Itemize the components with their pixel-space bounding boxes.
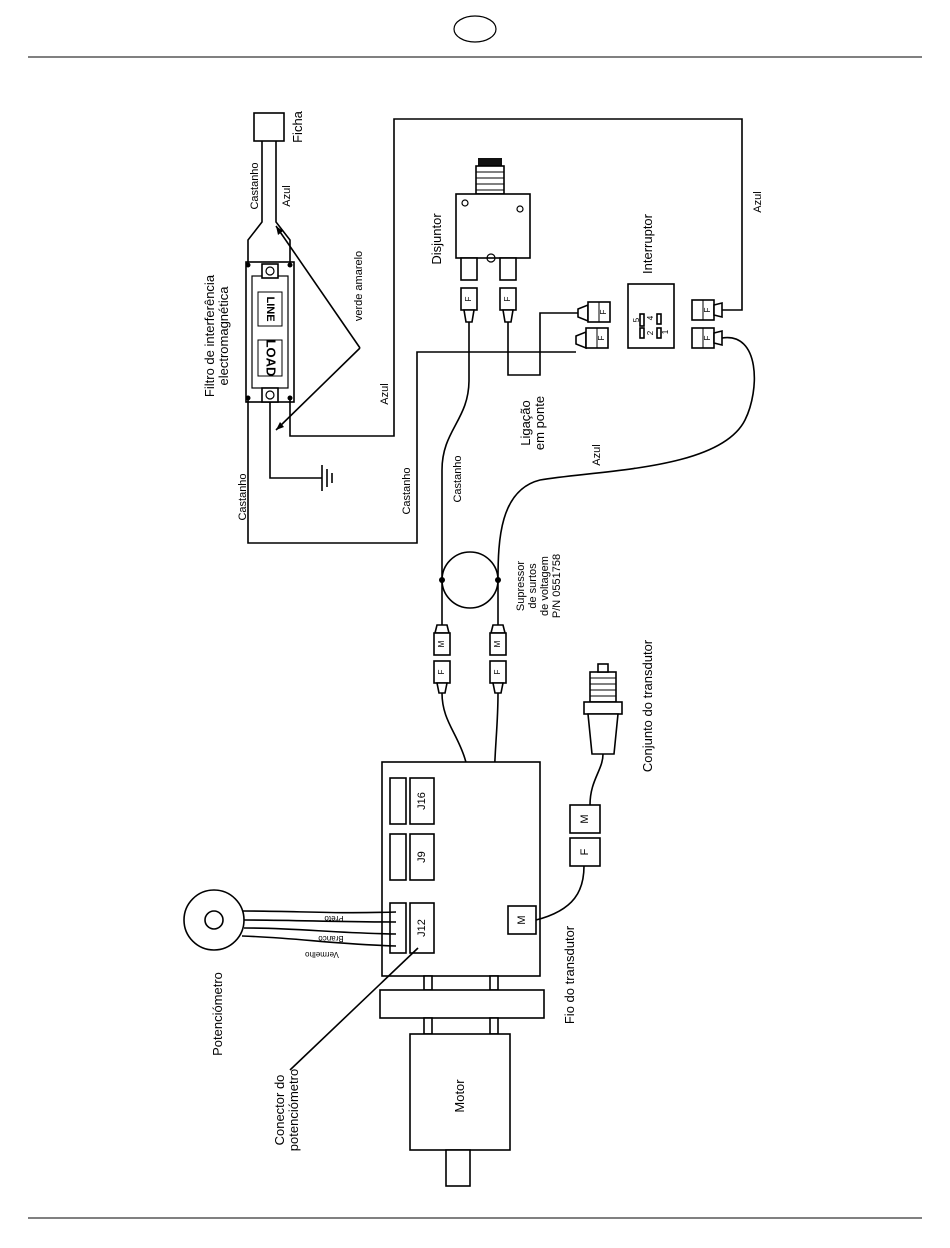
label-board-m: M: [516, 915, 528, 924]
svg-text:F: F: [493, 669, 502, 674]
label-conector-1: Conector do: [272, 1075, 287, 1146]
suppressor-connector-right: M F: [489, 624, 507, 694]
breaker-connector-left: F: [460, 287, 478, 323]
filter-load-text: LOAD: [264, 340, 279, 377]
label-potenciometro: Potenciómetro: [210, 972, 225, 1056]
label-j9: J9: [416, 851, 428, 863]
svg-text:1: 1: [661, 329, 670, 334]
label-ligacao-2: em ponte: [532, 396, 547, 450]
svg-text:M: M: [493, 640, 502, 647]
svg-text:F: F: [437, 669, 446, 674]
svg-text:F: F: [703, 307, 712, 312]
svg-text:F: F: [579, 848, 591, 855]
label-interruptor: Interruptor: [640, 213, 655, 274]
control-board: [381, 761, 541, 977]
label-azul-filter: Azul: [379, 383, 391, 404]
breaker-connector-right: F: [499, 287, 517, 323]
label-castanho-left: Castanho: [237, 473, 249, 520]
label-castanho-mid: Castanho: [401, 467, 413, 514]
emi-filter: [245, 261, 295, 403]
label-supressor-1: Supressor: [515, 561, 527, 611]
label-disjuntor: Disjuntor: [429, 213, 444, 265]
svg-text:4: 4: [646, 315, 655, 320]
label-motor: Motor: [452, 1079, 467, 1113]
label-fio-transdutor: Fio do transdutor: [562, 925, 577, 1024]
label-azul-right: Azul: [752, 191, 764, 212]
interrupter-switch: 5 4 2 1: [627, 283, 675, 349]
label-j12: J12: [416, 919, 428, 937]
suppressor-connector-left: M F: [433, 624, 451, 694]
label-supressor-3: de voltagem: [539, 556, 551, 616]
label-conector-2: potenciómetro: [286, 1069, 301, 1151]
label-ligacao-1: Ligação: [518, 400, 533, 446]
label-supressor-2: de surtos: [527, 563, 539, 609]
label-ficha: Ficha: [290, 110, 305, 143]
transducer-connector: M F: [569, 804, 601, 867]
svg-text:F: F: [703, 335, 712, 340]
label-preto: Preto: [324, 914, 344, 923]
svg-text:5: 5: [632, 317, 641, 322]
surge-suppressor: [439, 551, 501, 625]
label-castanho-breaker: Castanho: [452, 455, 464, 502]
label-verde-amarelo: verde amarelo: [353, 251, 365, 321]
svg-text:F: F: [503, 296, 512, 301]
switch-connector-upper: F: [691, 299, 723, 321]
svg-text:F: F: [599, 309, 608, 314]
transducer-assembly: [583, 663, 623, 806]
label-j16: J16: [416, 792, 428, 810]
filter-line-text: LINE: [264, 296, 276, 321]
svg-text:F: F: [464, 296, 473, 301]
bridge-connector-upper: F: [577, 301, 611, 323]
circuit-breaker: [455, 158, 531, 281]
label-conjunto-transdutor: Conjunto do transdutor: [640, 639, 655, 772]
svg-text:F: F: [597, 335, 606, 340]
motor: [379, 975, 545, 1187]
svg-text:M: M: [579, 814, 591, 823]
label-filtro-2: electromagnética: [216, 286, 231, 386]
label-azul-curve: Azul: [591, 444, 603, 465]
svg-text:M: M: [437, 640, 446, 647]
svg-text:2: 2: [646, 330, 655, 335]
label-castanho-top: Castanho: [249, 162, 261, 209]
potentiometer: [183, 889, 397, 951]
label-branco: Branco: [318, 934, 344, 943]
bridge-connector-lower: F: [575, 327, 609, 350]
page-number-oval: [453, 15, 497, 43]
label-azul-top: Azul: [281, 185, 293, 206]
label-supressor-4: P/N 0551758: [551, 554, 563, 618]
plug: [247, 112, 291, 262]
switch-connector-lower: F: [691, 327, 723, 349]
label-vermelho: Vermelho: [305, 950, 339, 959]
label-filtro-1: Filtro de interferência: [202, 274, 217, 397]
